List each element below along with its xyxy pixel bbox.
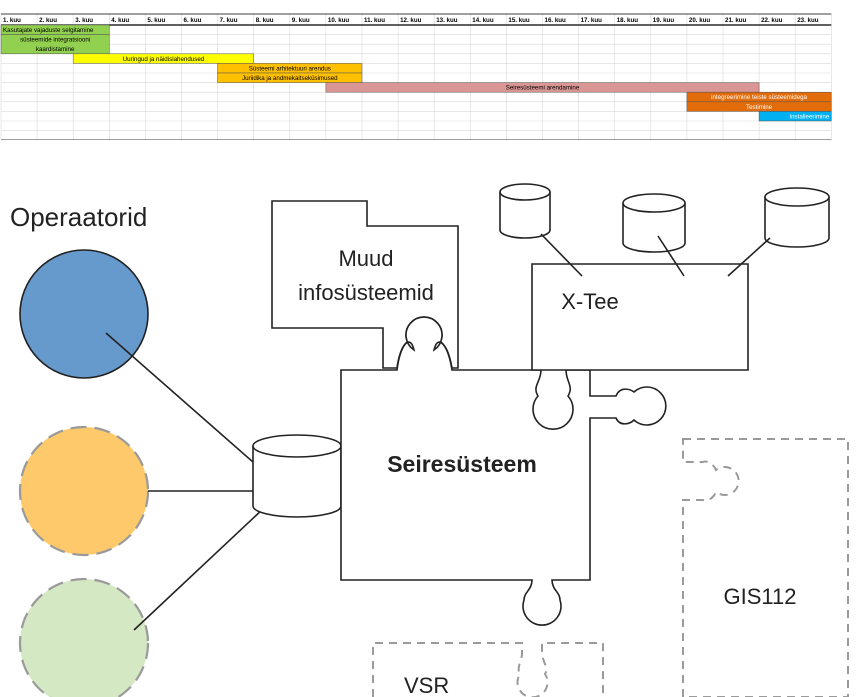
x-tee-label: X-Tee [561, 289, 618, 314]
gantt-task-bar [217, 72, 363, 83]
gantt-chart: 1. kuu 2. kuu 3. kuu 4. kuu 5. kuu 6. kuu 7. k… [0, 13, 832, 140]
gantt-month-label: 4. kuu [111, 17, 129, 24]
gantt-month-label: 7. kuu [220, 17, 238, 24]
gantt-task-label: kaardistamine [36, 46, 75, 53]
xtee-database-1-icon [499, 183, 551, 239]
gantt-task-label: süsteemide integratsiooni [20, 37, 90, 44]
operator-circle-green [18, 577, 150, 697]
gantt-task-label: Seiresüsteemi arendamine [506, 85, 580, 92]
gantt-task-label: integreerimine teiste süsteemidega [711, 94, 808, 101]
seiresusteem-piece: Seiresüsteem [340, 316, 667, 626]
gantt-month-label: 22. kuu [761, 17, 783, 24]
gantt-month-label: 19. kuu [653, 17, 675, 24]
gantt-month-label: 21. kuu [725, 17, 747, 24]
operator-connector-1 [105, 332, 263, 471]
vsr-piece: VSR [372, 642, 604, 697]
gantt-task-bar [758, 111, 832, 122]
gantt-month-label: 23. kuu [797, 17, 819, 24]
operator-circle-orange [18, 425, 150, 557]
gantt-month-label: 12. kuu [400, 17, 422, 24]
gantt-month-label: 18. kuu [617, 17, 639, 24]
xtee-connector-1 [540, 233, 583, 277]
gantt-month-label: 3. kuu [75, 17, 93, 24]
operator-connector-3 [133, 507, 265, 631]
gantt-task-label: Testimine [746, 104, 773, 111]
gantt-month-label: 8. kuu [256, 17, 274, 24]
gantt-month-label: 2. kuu [39, 17, 57, 24]
gantt-task-label: Installeerimine [789, 113, 829, 120]
muud-label-line1: Muud [338, 246, 393, 271]
operator-circle-blue [19, 249, 149, 379]
gantt-task-bar [72, 53, 254, 64]
gantt-month-label: 20. kuu [689, 17, 711, 24]
vsr-label: VSR [404, 673, 449, 697]
xtee-connector-3 [727, 237, 771, 277]
gantt-task-label: Kasutajate vajaduste selgitamine [3, 27, 94, 34]
database-cylinder-icon [252, 434, 342, 518]
xtee-database-2-icon [622, 193, 686, 253]
muud-label-line2: infosüsteemid [298, 280, 434, 305]
xtee-database-3-icon [764, 187, 830, 248]
gantt-month-label: 1. kuu [3, 17, 21, 24]
gantt-month-label: 15. kuu [508, 17, 530, 24]
gantt-month-label: 6. kuu [184, 17, 202, 24]
gantt-task-label: Juriidika ja andmekaitseküsimused [242, 75, 338, 82]
gantt-task-label: Süsteemi arhitektuuri arendus [249, 65, 331, 72]
operators-title: Operaatorid [10, 202, 147, 232]
gantt-month-label: 17. kuu [581, 17, 603, 24]
gantt-month-label: 10. kuu [328, 17, 350, 24]
gantt-task-bar [0, 34, 110, 55]
gis112-piece: GIS112 [682, 438, 849, 697]
gantt-month-label: 14. kuu [472, 17, 494, 24]
seiresusteem-label: Seiresüsteem [387, 451, 537, 477]
gantt-month-label: 11. kuu [364, 17, 385, 24]
gantt-month-label: 13. kuu [436, 17, 458, 24]
gantt-month-label: 16. kuu [545, 17, 567, 24]
gantt-task-label: Uuringud ja näidislahendused [123, 56, 205, 63]
xtee-connector-2 [657, 235, 685, 277]
gantt-task-bar [325, 82, 760, 93]
gantt-month-label: 9. kuu [292, 17, 310, 24]
x-tee-piece: X-Tee [531, 263, 749, 371]
gantt-month-label: 5. kuu [147, 17, 165, 24]
gantt-grid-background [1, 14, 832, 140]
gis112-label: GIS112 [724, 584, 797, 609]
